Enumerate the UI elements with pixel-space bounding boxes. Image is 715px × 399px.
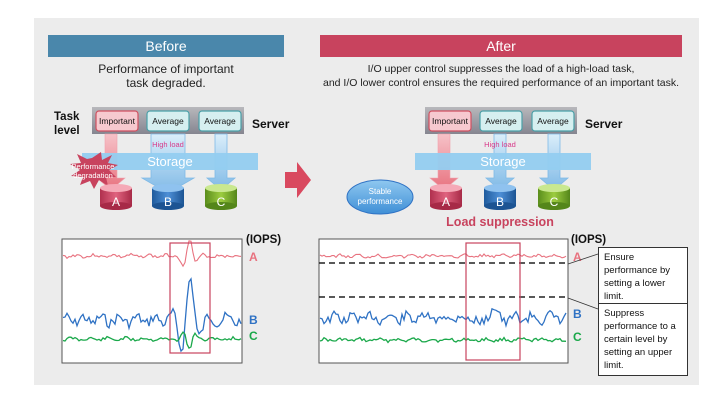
after-series-c-label: C	[573, 330, 582, 344]
task-level-line-1: Task	[54, 111, 80, 123]
before-task-important	[95, 110, 139, 132]
after-series-c-line	[319, 336, 567, 344]
task-level-line-2: level	[54, 125, 80, 137]
performance-degradation-burst	[70, 152, 118, 189]
before-series-a-line	[62, 240, 242, 268]
after-server-label: Server	[585, 117, 623, 131]
before-cylinder-b-label: B	[164, 195, 172, 209]
after-description-line-2: and I/O lower control ensures the requir…	[322, 77, 679, 89]
before-chart-unit: (IOPS)	[246, 234, 281, 246]
after-high-load: High load	[484, 140, 516, 149]
before-task-important-label: Important	[99, 116, 136, 126]
load-suppression-label: Load suppression	[446, 215, 554, 229]
after-cylinder-b: B	[484, 184, 516, 210]
before-cylinder-c: C	[205, 184, 237, 210]
after-task-average-1	[479, 110, 523, 132]
before-task-label: Task level	[54, 111, 80, 137]
before-server-label: Server	[252, 117, 290, 131]
before-series-b-label: B	[249, 313, 258, 327]
after-task-important	[428, 110, 472, 132]
before-storage-bar	[82, 153, 258, 170]
before-cylinder-c-label: C	[217, 195, 226, 209]
before-task-average-1	[146, 110, 190, 132]
stable-performance-line-2: performance	[358, 197, 403, 206]
after-header: After	[320, 35, 682, 57]
upper-limit-note: Suppress performance to a certain level …	[598, 303, 688, 376]
before-series-b-line	[62, 277, 242, 353]
before-chart-frame	[61, 238, 243, 364]
lower-limit-note: Ensure performance by setting a lower li…	[598, 247, 688, 307]
before-cylinder-a-label: A	[112, 195, 120, 209]
after-description-line-1: I/O upper control suppresses the load of…	[367, 63, 635, 75]
after-description: I/O upper control suppresses the load of…	[320, 62, 682, 90]
after-chart-frame	[318, 238, 569, 364]
lower-note-leader	[567, 253, 599, 265]
after-chart-unit: (IOPS)	[571, 234, 606, 246]
transition-arrow	[285, 162, 311, 198]
after-task-average-2-label: Average	[537, 116, 569, 126]
after-storage-label: Storage	[480, 154, 526, 169]
before-task-average-2-label: Average	[204, 116, 236, 126]
before-description-line-1: Performance of important	[98, 62, 234, 76]
before-task-average-2	[198, 110, 242, 132]
after-highlight-box	[465, 242, 521, 361]
before-high-load: High load	[152, 140, 184, 149]
stable-performance-line-1: Stable	[369, 187, 392, 196]
after-series-b-line	[319, 307, 567, 328]
performance-degradation-line-2: degradation	[73, 171, 113, 180]
performance-degradation-line-1: Performance	[72, 162, 115, 171]
before-storage-label: Storage	[147, 154, 193, 169]
after-task-average-2	[531, 110, 575, 132]
after-cylinder-c: C	[538, 184, 570, 210]
before-description-line-2: task degraded.	[126, 76, 206, 90]
after-cylinder-a-label: A	[442, 195, 450, 209]
before-description: Performance of important task degraded.	[48, 62, 284, 90]
after-cylinder-b-label: B	[496, 195, 504, 209]
after-series-b-label: B	[573, 307, 582, 321]
after-task-average-1-label: Average	[485, 116, 517, 126]
after-task-important-label: Important	[432, 116, 469, 126]
after-series-a-line	[319, 253, 567, 259]
before-task-average-1-label: Average	[152, 116, 184, 126]
after-storage-bar	[415, 153, 591, 170]
before-cylinder-b: B	[152, 184, 184, 210]
before-series-c-line	[62, 331, 242, 350]
after-cylinder-a: A	[430, 184, 462, 210]
before-header: Before	[48, 35, 284, 57]
before-series-c-label: C	[249, 329, 258, 343]
before-highlight-box	[169, 242, 211, 354]
after-series-a-label: A	[573, 250, 582, 264]
before-cylinder-a: A	[100, 184, 132, 210]
after-cylinder-c-label: C	[550, 195, 559, 209]
stable-performance-oval	[346, 179, 414, 215]
upper-note-leader	[567, 297, 599, 310]
before-series-a-label: A	[249, 250, 258, 264]
